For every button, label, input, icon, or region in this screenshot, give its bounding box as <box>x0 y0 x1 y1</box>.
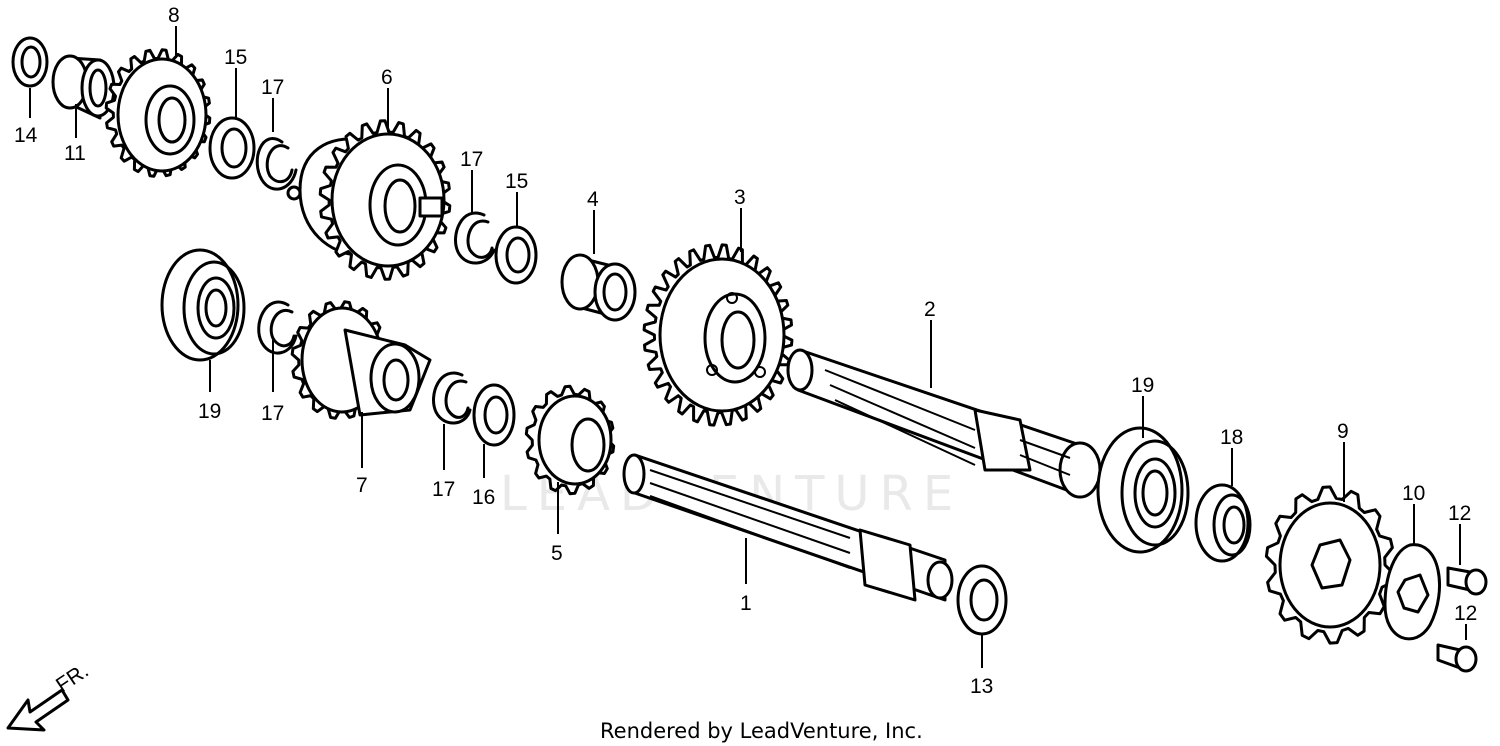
callout-14: 14 <box>14 124 38 147</box>
callout-7: 7 <box>356 474 368 497</box>
callout-17: 17 <box>261 402 284 425</box>
callout-3: 3 <box>734 186 746 209</box>
part-12-bolt-top <box>1446 566 1488 596</box>
callout-9: 9 <box>1337 420 1349 443</box>
callout-16: 16 <box>472 486 495 509</box>
callout-19: 19 <box>198 400 221 423</box>
callout-6: 6 <box>381 66 393 89</box>
part-15-splined-washer <box>208 116 256 180</box>
callout-1: 1 <box>740 592 752 615</box>
front-direction-arrow: FR. <box>6 659 93 732</box>
part-18-oil-seal <box>1194 483 1252 563</box>
callout-15: 15 <box>505 170 528 193</box>
part-8-gear <box>104 48 212 178</box>
callout-17: 17 <box>261 76 284 99</box>
callout-19: 19 <box>1131 374 1154 397</box>
part-13-washer <box>956 564 1008 636</box>
footer-credit: Rendered by LeadVenture, Inc. <box>600 719 923 743</box>
part-15-splined-washer-2 <box>494 225 538 285</box>
callout-15: 15 <box>224 46 247 69</box>
part-1-mainshaft <box>622 453 954 602</box>
callout-12: 12 <box>1454 602 1477 625</box>
callout-4: 4 <box>587 188 599 211</box>
part-6-gear <box>286 119 452 281</box>
part-19-bearing-left <box>160 248 246 362</box>
callout-2: 2 <box>924 298 936 321</box>
part-7-gear <box>290 300 432 420</box>
callout-8: 8 <box>168 4 180 27</box>
part-17-circlip <box>255 137 298 191</box>
callout-12: 12 <box>1448 502 1471 525</box>
part-2-shaft <box>786 348 1102 499</box>
part-17-circlip-3 <box>257 300 298 355</box>
callout-17: 17 <box>432 478 455 501</box>
part-17-circlip-4 <box>432 371 472 425</box>
part-5-gear <box>524 384 616 496</box>
callout-18: 18 <box>1220 426 1243 449</box>
callout-17: 17 <box>460 148 483 171</box>
part-12-bolt-bottom <box>1436 643 1478 673</box>
part-17-circlip-2 <box>454 211 496 265</box>
part-19-bearing-right <box>1096 426 1190 554</box>
callout-13: 13 <box>970 675 993 698</box>
callout-leaders <box>29 26 1467 668</box>
part-11-bushing <box>51 54 116 120</box>
part-16-splined-washer <box>472 383 516 447</box>
callout-10: 10 <box>1402 482 1425 505</box>
part-3-gear <box>642 243 794 427</box>
part-9-sprocket <box>1264 485 1396 645</box>
callout-5: 5 <box>551 542 563 565</box>
callout-numbers: 8 15 17 6 17 15 4 3 2 19 18 9 10 12 12 1… <box>14 4 1477 698</box>
part-4-bushing <box>560 253 637 322</box>
callout-11: 11 <box>64 142 86 165</box>
part-10-fixing-plate <box>1383 543 1442 641</box>
part-14-washer <box>11 36 49 88</box>
